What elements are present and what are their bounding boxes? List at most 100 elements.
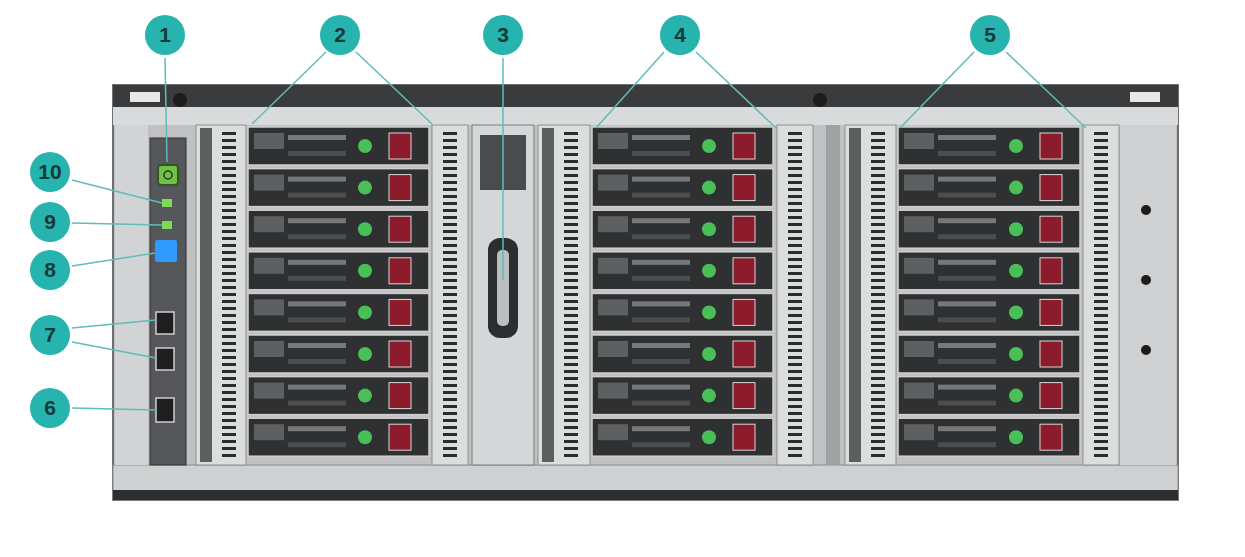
drive-grille	[938, 401, 996, 406]
drive-release	[389, 175, 411, 201]
drive-grille	[632, 401, 690, 406]
drive-grille	[288, 135, 346, 140]
bay-strip	[542, 128, 554, 462]
vent-slot	[1094, 454, 1108, 457]
vent-slot	[788, 307, 802, 310]
vent-slot	[564, 370, 578, 373]
vent-slot	[443, 454, 457, 457]
drive-grille	[288, 401, 346, 406]
drive-label	[904, 175, 934, 191]
drive-grille	[632, 177, 690, 182]
drive-led	[358, 264, 372, 278]
vent-slot	[1094, 230, 1108, 233]
vent-slot	[564, 146, 578, 149]
vent-slot	[1094, 279, 1108, 282]
vent-slot	[1094, 209, 1108, 212]
right-ear	[1120, 125, 1176, 465]
vent-slot	[222, 398, 236, 401]
vent-slot	[871, 377, 885, 380]
vent-slot	[788, 398, 802, 401]
leader-line	[72, 223, 162, 225]
vent-slot	[871, 307, 885, 310]
vent-slot	[222, 223, 236, 226]
drive-label	[254, 383, 284, 399]
vent-panel	[777, 125, 813, 465]
screw	[1141, 345, 1151, 355]
vent-slot	[443, 132, 457, 135]
vent-slot	[788, 265, 802, 268]
vent-slot	[443, 216, 457, 219]
bottom-rail	[113, 465, 1178, 500]
vent-slot	[871, 174, 885, 177]
drive-grille	[938, 193, 996, 198]
vent-slot	[788, 433, 802, 436]
vent-panel	[538, 125, 590, 465]
nic-led	[162, 221, 172, 229]
vent-slot	[443, 293, 457, 296]
vent-slot	[443, 202, 457, 205]
vent-slot	[222, 321, 236, 324]
vent-slot	[222, 419, 236, 422]
vent-slot	[443, 314, 457, 317]
vent-slot	[1094, 174, 1108, 177]
vent-slot	[564, 160, 578, 163]
vent-slot	[443, 258, 457, 261]
drive-led	[702, 347, 716, 361]
vent-slot	[1094, 419, 1108, 422]
power-symbol	[164, 171, 172, 179]
vent-slot	[222, 265, 236, 268]
callout-number: 3	[483, 15, 523, 55]
vent-slot	[1094, 321, 1108, 324]
vent-slot	[222, 447, 236, 450]
vent-slot	[564, 188, 578, 191]
vent-slot	[443, 342, 457, 345]
vent-slot	[1094, 153, 1108, 156]
vent-slot	[564, 391, 578, 394]
drive-led	[1009, 389, 1023, 403]
vent-slot	[788, 237, 802, 240]
callout-number: 4	[660, 15, 700, 55]
vent-slot	[564, 419, 578, 422]
vent-slot	[788, 342, 802, 345]
drive-led	[358, 389, 372, 403]
vent-slot	[443, 195, 457, 198]
drive-release	[1040, 341, 1062, 367]
vent-slot	[443, 398, 457, 401]
drive-grille	[288, 177, 346, 182]
vent-slot	[871, 202, 885, 205]
vent-slot	[1094, 398, 1108, 401]
vent-slot	[1094, 216, 1108, 219]
drive-led	[702, 264, 716, 278]
vent-slot	[222, 412, 236, 415]
drive-grille	[632, 260, 690, 265]
drive-grille	[288, 260, 346, 265]
drive-led	[1009, 264, 1023, 278]
vent-slot	[871, 209, 885, 212]
vent-slot	[1094, 307, 1108, 310]
vent-slot	[788, 153, 802, 156]
drive-grille	[632, 151, 690, 156]
vent-slot	[564, 377, 578, 380]
drive-carrier	[248, 377, 429, 415]
vent-slot	[1094, 300, 1108, 303]
vent-slot	[564, 223, 578, 226]
drive-release	[389, 216, 411, 242]
drive-carrier	[898, 418, 1080, 456]
vent-slot	[871, 272, 885, 275]
drive-carrier	[592, 169, 773, 207]
vent-slot	[788, 447, 802, 450]
vent-slot	[443, 433, 457, 436]
vent-slot	[1094, 237, 1108, 240]
vent-slot	[443, 230, 457, 233]
drive-label	[254, 341, 284, 357]
vent-slot	[788, 356, 802, 359]
vent-slot	[871, 405, 885, 408]
drive-grille	[632, 193, 690, 198]
vent-slot	[443, 160, 457, 163]
vent-slot	[564, 426, 578, 429]
divider-column	[826, 125, 840, 465]
vent-slot	[1094, 202, 1108, 205]
vent-slot	[443, 181, 457, 184]
drive-carrier	[592, 293, 773, 331]
leader-line	[596, 52, 664, 128]
